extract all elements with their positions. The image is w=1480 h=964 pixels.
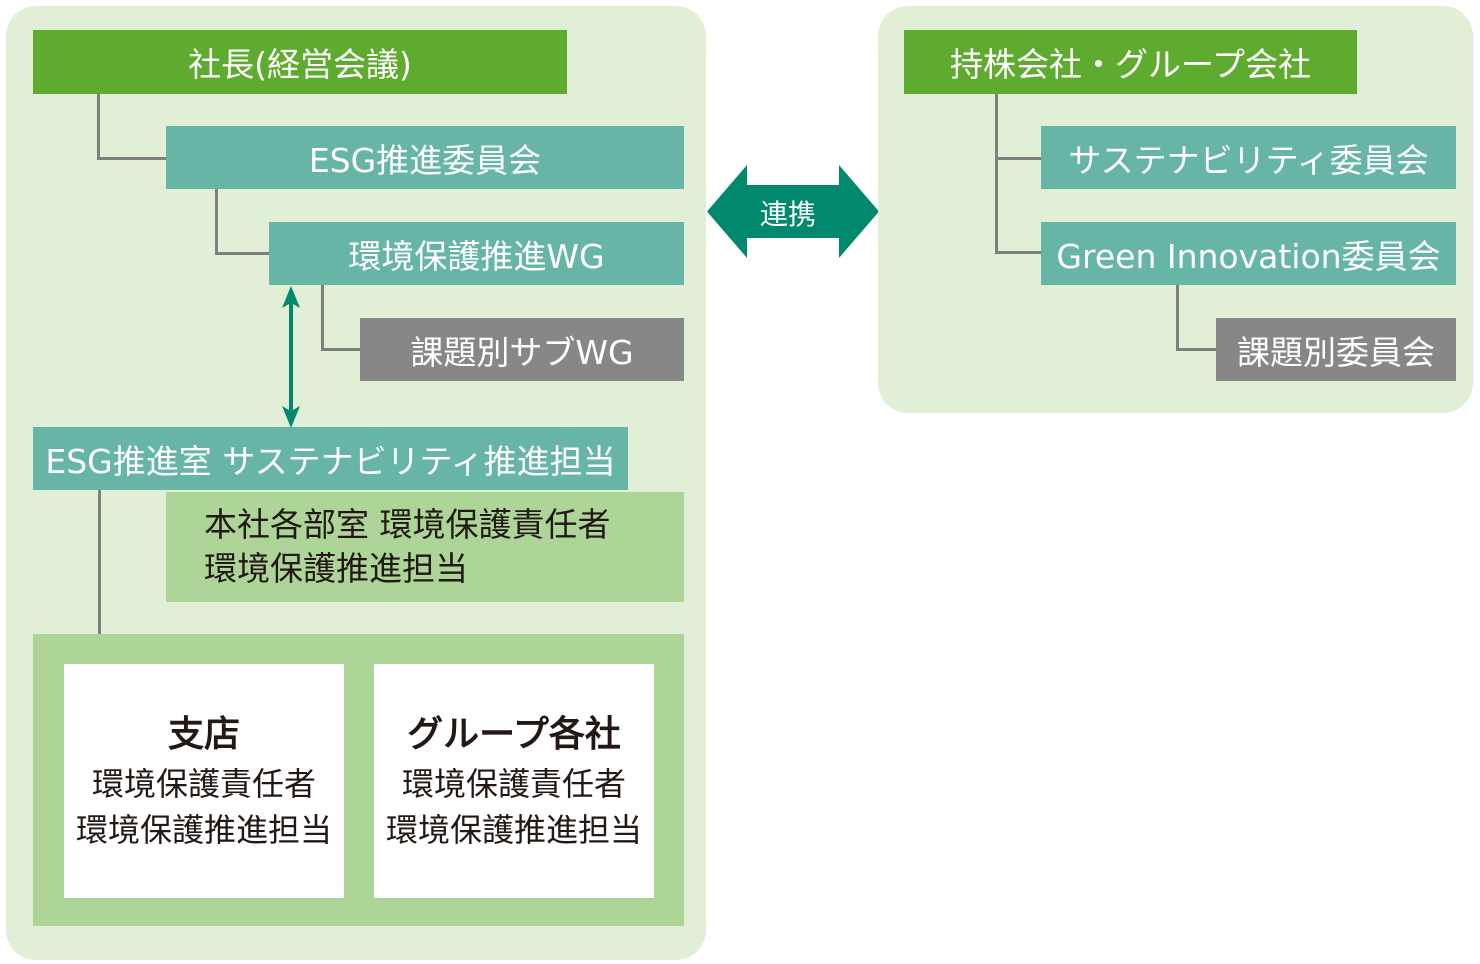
connector-line	[995, 251, 1043, 254]
connector-line	[995, 94, 998, 254]
hq-departments-line2: 環境保護推進担当	[204, 549, 468, 588]
connector-line	[97, 157, 167, 160]
topic-committee-label: 課題別委員会	[1237, 332, 1435, 372]
president-label: 社長(経営会議)	[188, 45, 412, 84]
sub-wg-box: 課題別サブWG	[360, 318, 684, 381]
group-companies-unit-line1: 環境保護責任者	[401, 765, 626, 803]
group-companies-unit-box: グループ各社 環境保護責任者 環境保護推進担当	[374, 664, 654, 898]
holding-company-box: 持株会社・グループ会社	[904, 30, 1357, 94]
group-companies-unit-line2: 環境保護推進担当	[385, 811, 642, 849]
branch-unit-title: 支店	[167, 714, 240, 755]
connector-line	[215, 189, 218, 255]
branch-unit-box: 支店 環境保護責任者 環境保護推進担当	[64, 664, 344, 898]
connector-line	[321, 348, 361, 351]
branch-unit-line2: 環境保護推進担当	[75, 811, 332, 849]
connector-line	[321, 285, 324, 351]
president-box: 社長(経営会議)	[33, 30, 567, 94]
sub-wg-label: 課題別サブWG	[410, 332, 634, 372]
vertical-double-arrow-icon	[282, 286, 300, 428]
green-innovation-committee-box: Green Innovation委員会	[1041, 222, 1456, 285]
connector-line	[97, 94, 100, 160]
branch-unit-line1: 環境保護責任者	[91, 765, 316, 803]
connector-line	[1176, 348, 1218, 351]
esg-committee-box: ESG推進委員会	[166, 126, 684, 189]
env-wg-label: 環境保護推進WG	[348, 236, 605, 276]
esg-committee-label: ESG推進委員会	[308, 140, 542, 180]
connector-line	[1176, 285, 1179, 351]
holding-company-label: 持株会社・グループ会社	[949, 45, 1312, 84]
connector-line	[215, 252, 271, 255]
topic-committee-box: 課題別委員会	[1216, 318, 1456, 381]
esg-office-box: ESG推進室 サステナビリティ推進担当	[33, 427, 628, 490]
env-wg-box: 環境保護推進WG	[269, 222, 684, 285]
sustainability-committee-label: サステナビリティ委員会	[1068, 140, 1429, 180]
link-label: 連携	[760, 198, 817, 231]
hq-departments-line1: 本社各部室 環境保護責任者	[204, 505, 611, 544]
sustainability-committee-box: サステナビリティ委員会	[1041, 126, 1456, 189]
group-companies-unit-title: グループ各社	[407, 714, 621, 755]
green-innovation-committee-label: Green Innovation委員会	[1056, 236, 1441, 276]
esg-office-label: ESG推進室 サステナビリティ推進担当	[45, 441, 616, 481]
hq-departments-box: 本社各部室 環境保護責任者 環境保護推進担当	[166, 492, 684, 602]
link-double-arrow-icon	[707, 165, 879, 258]
connector-line	[98, 490, 101, 634]
connector-line	[995, 157, 1043, 160]
